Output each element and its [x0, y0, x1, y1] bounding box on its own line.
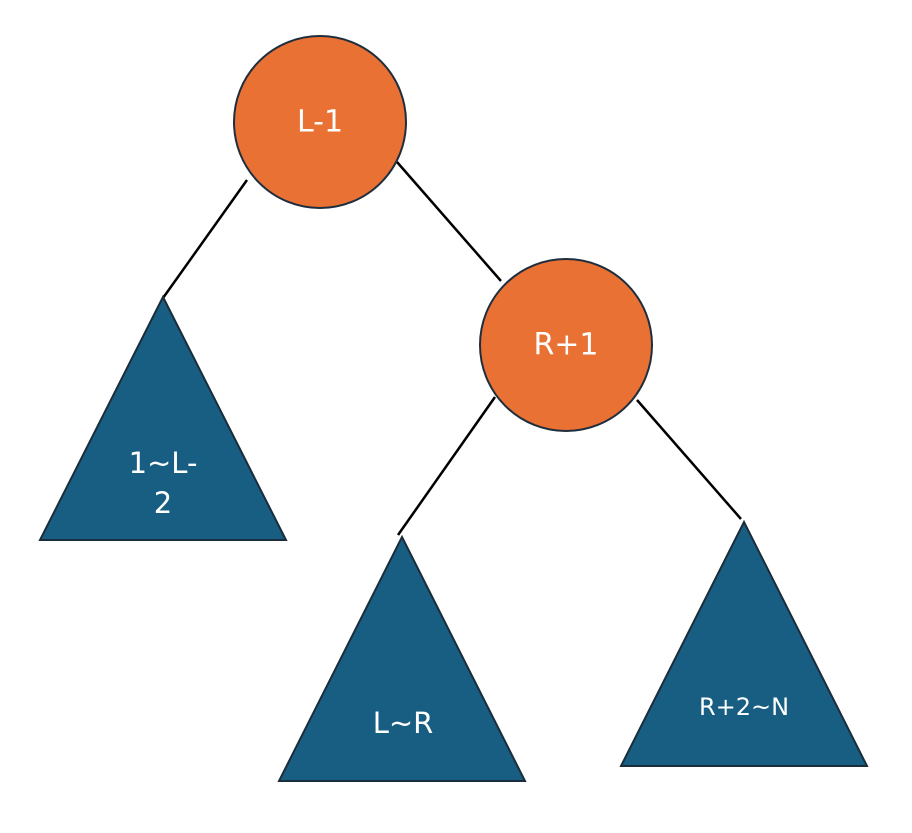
middle-subtree: L~R	[277, 534, 527, 782]
right-child-node: R+1	[479, 258, 653, 432]
right-child-node-label: R+1	[533, 328, 598, 363]
edge-root-to-right-child	[396, 161, 502, 282]
left-subtree: 1~L- 2	[38, 294, 288, 541]
edge-right-child-to-middle-subtree	[396, 396, 497, 536]
left-subtree-label-line2: 2	[154, 486, 172, 520]
right-child-node-circle	[479, 258, 653, 432]
left-subtree-label-line1: 1~L-	[129, 446, 198, 480]
right-subtree-label: R+2~N	[699, 693, 789, 721]
left-subtree-triangle	[38, 294, 288, 541]
edge-root-to-left-subtree	[161, 179, 249, 299]
middle-subtree-label: L~R	[373, 706, 434, 740]
root-node-circle	[233, 35, 407, 209]
root-node-label: L-1	[297, 105, 343, 140]
edge-right-child-to-right-subtree	[636, 399, 742, 520]
middle-subtree-triangle	[277, 534, 527, 782]
right-subtree-triangle	[619, 519, 869, 767]
root-node: L-1	[233, 35, 407, 209]
right-subtree: R+2~N	[619, 519, 869, 767]
